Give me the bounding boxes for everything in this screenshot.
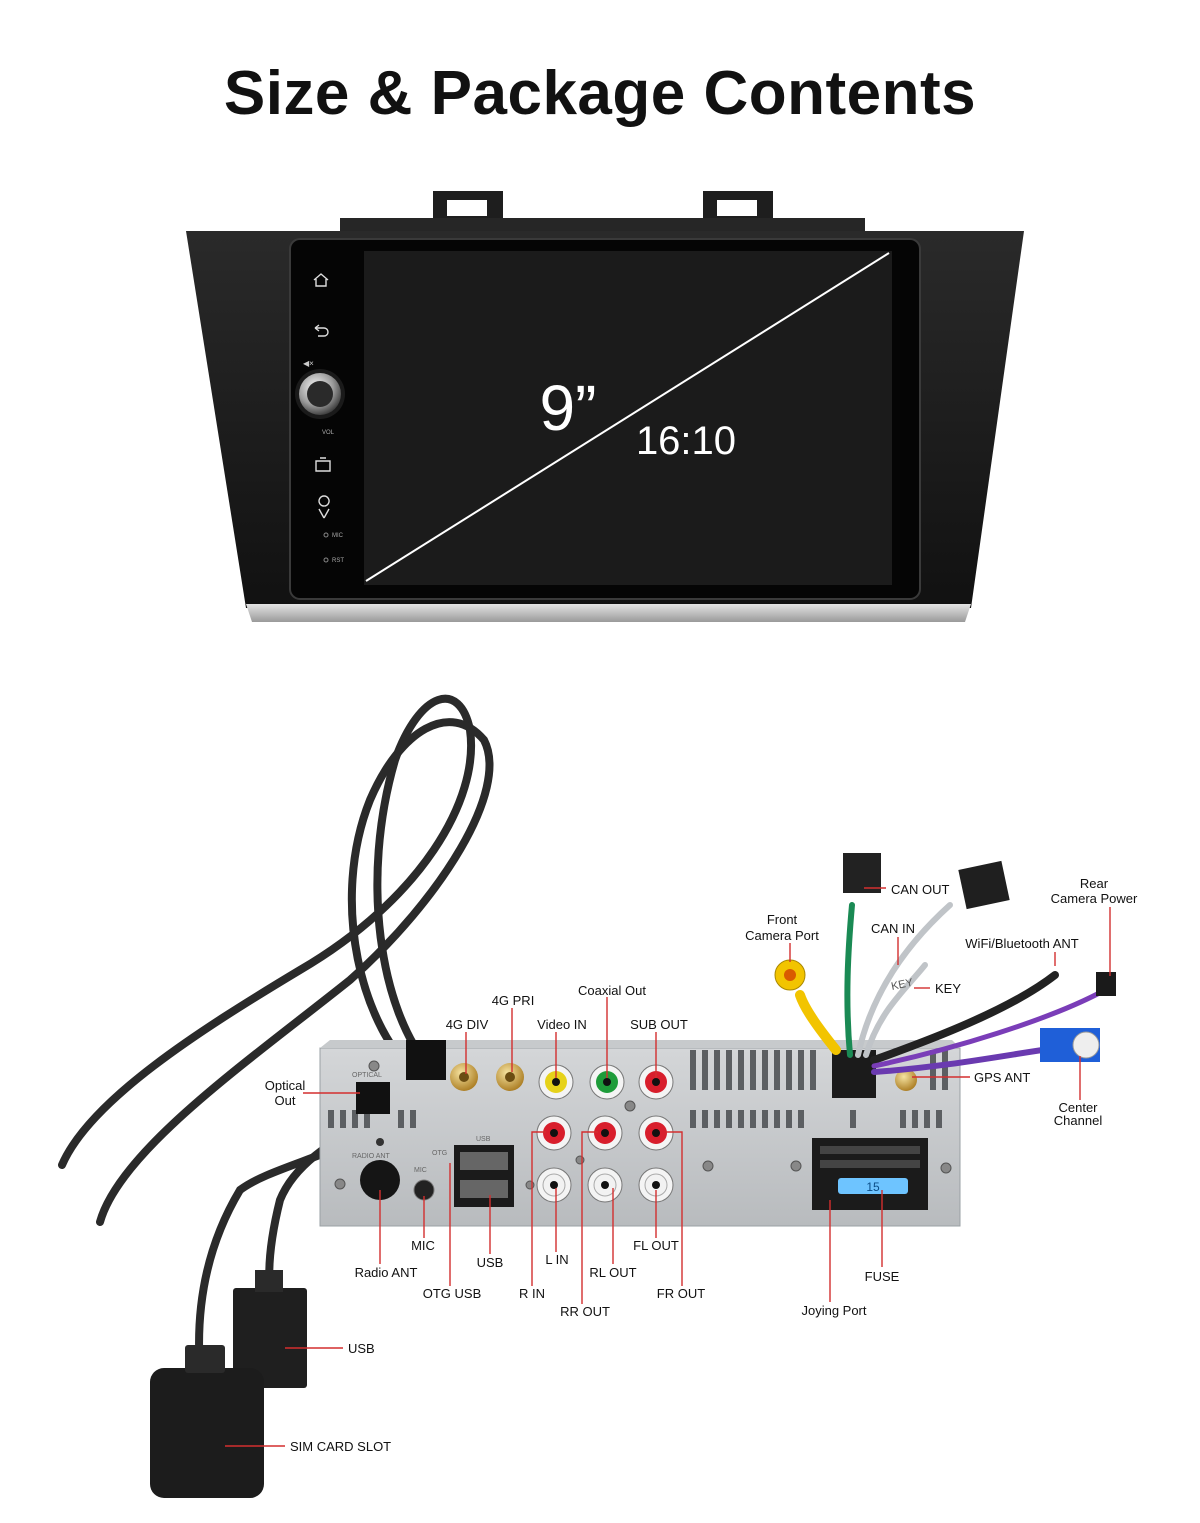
mic-hole-label: MIC [332, 533, 344, 539]
radio-icon[interactable] [315, 457, 331, 472]
mic-silk-label: MIC [414, 1167, 427, 1174]
silver-trim [246, 604, 971, 622]
head-unit: 9” 16:10 ◀× VOL MIC RST [186, 191, 1024, 622]
home-icon[interactable] [313, 273, 329, 287]
radio-ant-port [360, 1160, 400, 1200]
label-center-channel-2: Channel [1054, 1113, 1103, 1128]
label-usb: USB [477, 1255, 504, 1270]
label-sub-out: SUB OUT [630, 1017, 688, 1032]
mic-hole [323, 532, 329, 538]
label-mic: MIC [411, 1238, 435, 1253]
label-r-in: R IN [519, 1286, 545, 1301]
antenna-cable-entry [406, 1040, 446, 1080]
label-front-camera-2: Camera Port [745, 928, 819, 943]
label-rear-camera-power-2: Camera Power [1051, 891, 1138, 906]
vol-label: VOL [322, 430, 335, 436]
page-title: Size & Package Contents [223, 59, 977, 128]
location-icon[interactable] [318, 495, 330, 519]
label-gps-ant: GPS ANT [974, 1070, 1030, 1085]
harness-wires [795, 902, 1108, 1075]
rear-camera-power-plug [1096, 972, 1116, 996]
fuse-value: 15 [866, 1180, 880, 1194]
label-video-in: Video IN [537, 1017, 587, 1032]
label-sim-card-slot: SIM CARD SLOT [290, 1439, 391, 1454]
screen-size-text: 9” [540, 372, 597, 444]
diagonal-line [365, 252, 890, 582]
label-fr-out: FR OUT [657, 1286, 705, 1301]
label-rr-out: RR OUT [560, 1304, 610, 1319]
label-can-out: CAN OUT [891, 882, 950, 897]
label-rl-out: RL OUT [589, 1265, 636, 1280]
wire-harness-block [832, 1050, 876, 1098]
label-otg-usb: OTG USB [423, 1286, 482, 1301]
usb-cable-connector [233, 1288, 307, 1388]
usb-silk-label: USB [476, 1136, 491, 1143]
label-coaxial-out: Coaxial Out [578, 983, 646, 998]
label-fl-out: FL OUT [633, 1238, 679, 1253]
can-in-plug [958, 860, 1010, 910]
gps-ant-connector [895, 1069, 917, 1091]
label-optical-out-1: Optical [265, 1078, 306, 1093]
back-icon[interactable] [314, 324, 329, 337]
radio-silk-label: RADIO ANT [352, 1153, 390, 1160]
rca-jacks [536, 1064, 674, 1203]
label-optical-out-2: Out [275, 1093, 296, 1108]
mute-icon[interactable]: ◀× [303, 359, 314, 368]
label-fuse: FUSE [865, 1269, 900, 1284]
label-can-in: CAN IN [871, 921, 915, 936]
fuse-body [838, 1178, 908, 1194]
can-out-plug [843, 853, 881, 893]
label-center-channel-1: Center [1058, 1100, 1098, 1115]
label-front-camera-1: Front [767, 912, 798, 927]
label-4g-div: 4G DIV [446, 1017, 489, 1032]
optical-silk-label: OPTICAL [352, 1072, 382, 1079]
label-radio-ant: Radio ANT [355, 1265, 418, 1280]
label-4g-pri: 4G PRI [492, 993, 535, 1008]
antenna-cables [58, 694, 494, 1374]
label-rear-camera-power-1: Rear [1080, 876, 1109, 891]
rst-button-label: RST [332, 558, 344, 564]
otg-silk-label: OTG [432, 1150, 447, 1157]
key-tag: KEY [890, 976, 915, 992]
label-wifi-bt-ant: WiFi/Bluetooth ANT [965, 936, 1078, 951]
optical-out-port [356, 1082, 390, 1114]
reset-button[interactable] [323, 557, 329, 563]
unit-chassis: OPTICAL RADIO ANT MIC USB OTG [319, 1040, 961, 1227]
port-labels: Optical Out Radio ANT MIC OTG USB USB R … [265, 876, 1138, 1454]
label-key: KEY [935, 981, 961, 996]
label-joying-port: Joying Port [801, 1303, 866, 1318]
sim-card-slot-box [150, 1368, 264, 1498]
label-usb-cable: USB [348, 1341, 375, 1356]
label-l-in: L IN [545, 1252, 568, 1267]
leader-lines [225, 887, 1111, 1447]
aspect-ratio-text: 16:10 [636, 419, 736, 463]
